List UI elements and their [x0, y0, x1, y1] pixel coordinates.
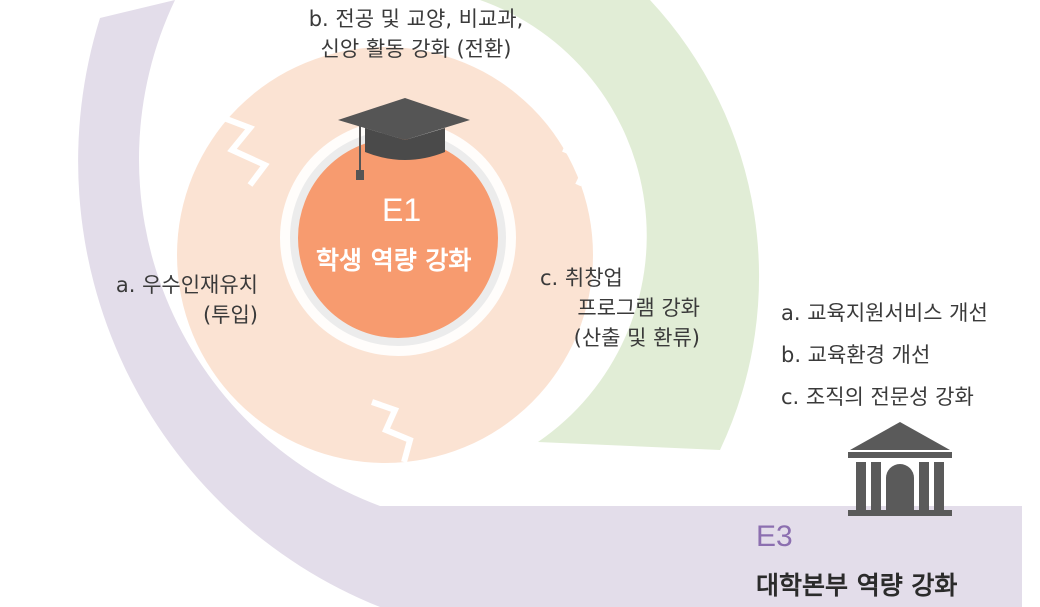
e3-items: a. 교육지원서비스 개선 b. 교육환경 개선 c. 조직의 전문성 강화 — [781, 292, 988, 418]
e1-item-c-line-2: 프로그램 강화 — [577, 296, 700, 320]
graduation-cap-icon — [338, 98, 470, 180]
ring-separator-right — [553, 107, 595, 187]
core-circle — [290, 130, 506, 346]
e1-item-a-line-2: (투입) — [202, 303, 258, 327]
building-columns-icon — [848, 422, 952, 516]
e1-item-b: b. 전공 및 교양, 비교과, 신앙 활동 강화 (전환) — [286, 4, 546, 64]
e1-item-a-line-1: a. 우수인재유치 — [115, 273, 258, 297]
e3-item-c: c. 조직의 전문성 강화 — [781, 385, 974, 409]
e1-item-c-line-1: c. 취창업 — [540, 266, 623, 290]
green-band — [480, 0, 760, 450]
ring-separator-left — [206, 109, 270, 187]
e3-item-a: a. 교육지원서비스 개선 — [781, 301, 988, 325]
e1-item-c-line-3: (산출 및 환류) — [573, 326, 700, 350]
e1-item-b-line-2: 신앙 활동 강화 (전환) — [320, 37, 512, 61]
e3-item-b: b. 교육환경 개선 — [781, 343, 931, 367]
e3-code: E3 — [756, 520, 793, 553]
e1-item-a: a. 우수인재유치 (투입) — [60, 270, 258, 330]
e1-code: E1 — [382, 192, 422, 228]
ring-separator-bottom — [371, 399, 414, 463]
e1-item-b-line-1: b. 전공 및 교양, 비교과, — [308, 7, 524, 31]
e1-title: 학생 역량 강화 — [316, 246, 472, 275]
e1-item-c: c. 취창업 프로그램 강화 (산출 및 환류) — [520, 263, 700, 353]
purple-band — [78, 0, 1023, 607]
e3-title: 대학본부 역량 강화 — [756, 571, 958, 600]
